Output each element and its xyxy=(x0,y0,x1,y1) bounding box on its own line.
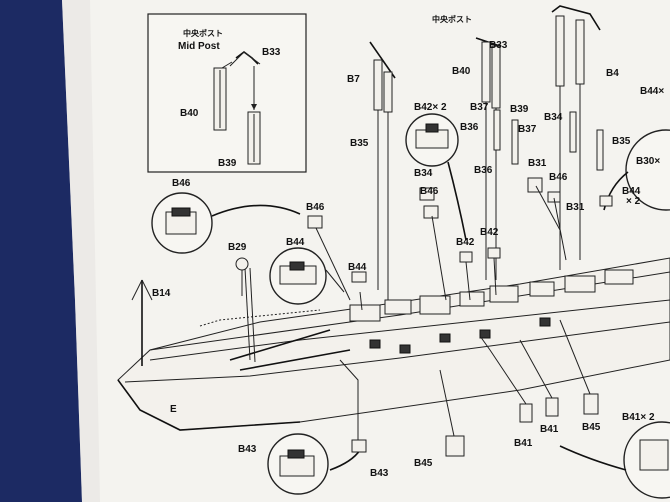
label-b41x2: B41× 2 xyxy=(622,412,655,423)
callout-b41x2 xyxy=(559,421,670,499)
label-b46-d: B46 xyxy=(306,202,325,213)
label-b42-b: B42 xyxy=(456,237,475,248)
callout-b44 xyxy=(269,247,345,305)
inset-title-en: Mid Post xyxy=(178,41,220,52)
label-b42x2: B42× 2 xyxy=(414,102,447,113)
label-b46-c: B46 xyxy=(172,178,191,189)
label-b44-b: B44 xyxy=(348,262,367,273)
label-b36-b: B36 xyxy=(474,165,493,176)
callout-b42x2 xyxy=(405,113,467,241)
label-b44-a: B44 xyxy=(286,237,305,248)
inset-label-b33: B33 xyxy=(262,47,281,58)
label-b35-a: B35 xyxy=(350,138,369,149)
label-b46-b: B46 xyxy=(420,186,439,197)
label-b29: B29 xyxy=(228,242,247,253)
label-b36-a: B36 xyxy=(460,122,479,133)
inset-label-b40: B40 xyxy=(180,108,199,119)
ship-hull: E xyxy=(117,257,670,431)
callout-b46 xyxy=(151,192,301,254)
label-b44x: B44× xyxy=(640,86,664,97)
label-b45-a: B45 xyxy=(414,458,433,469)
label-b43-b: B43 xyxy=(370,468,389,479)
label-b35-b: B35 xyxy=(612,136,631,147)
label-b45-b: B45 xyxy=(582,422,601,433)
label-b31-b: B31 xyxy=(566,202,585,213)
callout-b43 xyxy=(267,433,361,495)
leader-lines xyxy=(315,185,591,440)
label-b40: B40 xyxy=(452,66,471,77)
label-b37-b: B37 xyxy=(518,124,537,135)
label-b42-a: B42 xyxy=(480,227,499,238)
part-labels: B33 B40 B4 B44× B7 B42× 2 B37 B39 B36 B3… xyxy=(152,40,664,479)
inset-title-jp: 中央ポスト xyxy=(183,28,223,38)
label-b43-a: B43 xyxy=(238,444,257,455)
top-caption-jp: 中央ポスト xyxy=(432,14,472,24)
label-b4: B4 xyxy=(606,68,619,79)
label-x2: × 2 xyxy=(626,196,641,207)
loose-parts xyxy=(235,177,613,457)
label-b31-a: B31 xyxy=(528,158,547,169)
label-b46-a: B46 xyxy=(549,172,568,183)
label-b41-b: B41 xyxy=(540,424,559,435)
label-b39: B39 xyxy=(510,104,529,115)
label-b14: B14 xyxy=(152,288,171,299)
label-b41-a: B41 xyxy=(514,438,533,449)
label-b7: B7 xyxy=(347,74,360,85)
label-b44-x2: B44 xyxy=(622,186,641,197)
svg-text:E: E xyxy=(170,404,177,415)
label-b37-a: B37 xyxy=(470,102,489,113)
label-b34-a: B34 xyxy=(544,112,563,123)
label-b33: B33 xyxy=(489,40,508,51)
label-b30x: B30× xyxy=(636,156,660,167)
inset-frame xyxy=(147,13,307,173)
inset-label-b39: B39 xyxy=(218,158,237,169)
mid-post-inset: 中央ポスト Mid Post B33 B40 B39 xyxy=(147,13,307,173)
label-b34-b: B34 xyxy=(414,168,433,179)
